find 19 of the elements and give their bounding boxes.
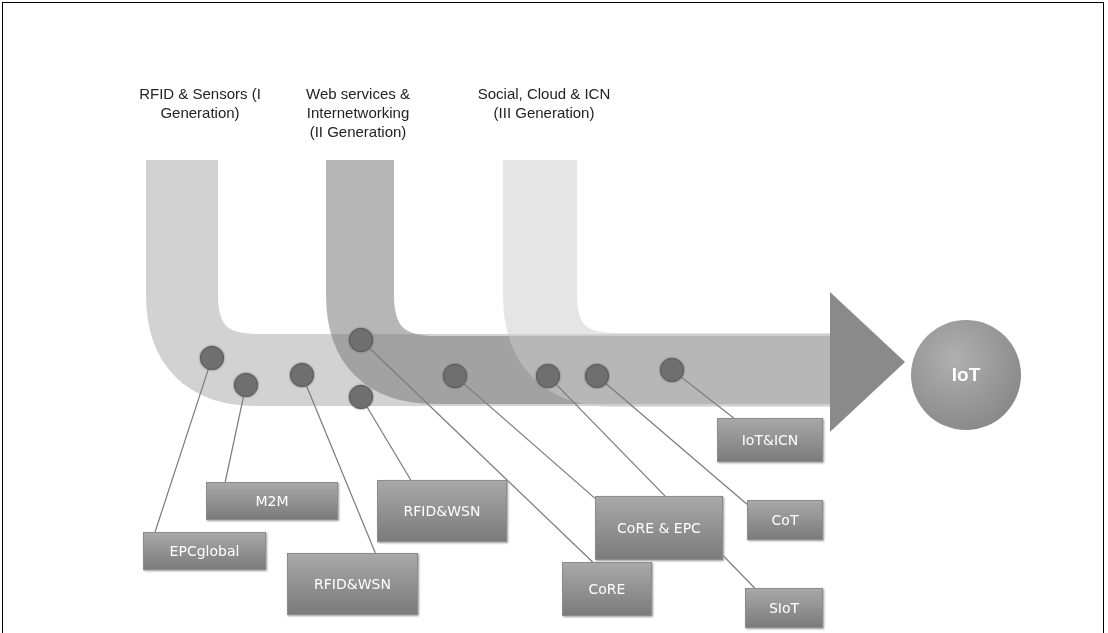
leader-line — [605, 383, 748, 505]
leader-line — [305, 385, 376, 554]
leader-line — [369, 347, 594, 563]
leader-line — [680, 376, 735, 419]
label-box: CoRE — [562, 562, 652, 616]
label-box: SIoT — [745, 588, 823, 628]
label-box: EPCglobal — [143, 532, 266, 570]
leader-line — [224, 396, 245, 483]
label-box: CoRE & EPC — [595, 496, 723, 560]
leader-line — [463, 383, 596, 499]
label-box: IoT&ICN — [717, 418, 823, 462]
label-box: CoT — [747, 500, 823, 540]
generation-label: Social, Cloud & ICN (III Generation) — [476, 84, 612, 122]
generation-label: RFID & Sensors (I Generation) — [139, 84, 261, 122]
label-box: M2M — [206, 482, 338, 520]
leader-line — [154, 368, 209, 533]
generation-label: Web services & Internetworking (II Generation) — [305, 84, 411, 141]
label-box: RFID&WSN — [377, 480, 507, 542]
label-box: RFID&WSN — [287, 553, 418, 615]
